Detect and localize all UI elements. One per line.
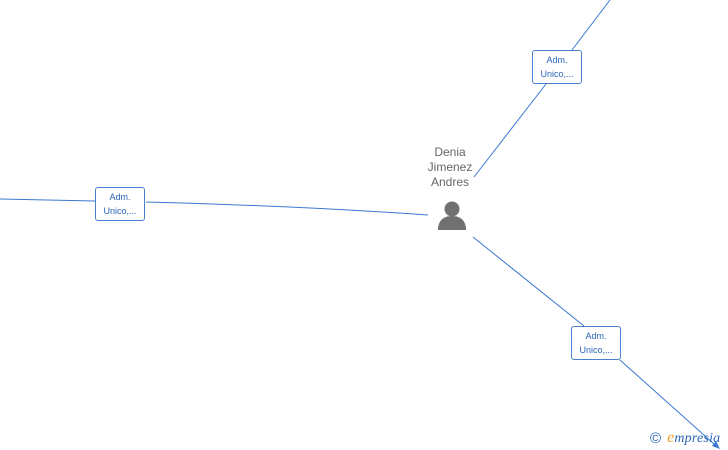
role-box-line2: Unico,... bbox=[103, 206, 137, 216]
edge-left-in bbox=[145, 201, 429, 216]
edge-bottom-in bbox=[472, 236, 585, 327]
role-box-left[interactable]: Adm. Unico,... bbox=[95, 187, 145, 221]
role-box-top[interactable]: Adm. Unico,... bbox=[532, 50, 582, 84]
brand-name-first: e bbox=[667, 429, 675, 446]
role-box-line1: Adm. bbox=[109, 192, 131, 202]
brand-name: empresia bbox=[667, 429, 720, 447]
person-name-line: Denia bbox=[434, 145, 466, 159]
brand-watermark: © empresia bbox=[650, 429, 720, 447]
person-name-line: Jimenez bbox=[427, 160, 473, 174]
role-box-line2: Unico,... bbox=[579, 345, 613, 355]
role-box-line2: Unico,... bbox=[540, 69, 574, 79]
edge-left-out bbox=[0, 198, 96, 202]
person-name-line: Andres bbox=[430, 175, 470, 189]
edge-bottom-out bbox=[619, 359, 715, 445]
role-box-line1: Adm. bbox=[585, 331, 607, 341]
role-box-line1: Adm. bbox=[546, 55, 568, 65]
brand-name-rest: mpresia bbox=[674, 431, 721, 446]
copyright-icon: © bbox=[650, 429, 662, 447]
edge-top-out bbox=[571, 0, 611, 51]
role-box-bottom[interactable]: Adm. Unico,... bbox=[571, 326, 621, 360]
person-icon[interactable] bbox=[436, 200, 468, 230]
edge-arrowhead bbox=[712, 441, 720, 449]
person-name: Denia Jimenez Andres bbox=[410, 145, 490, 190]
edge-top-in bbox=[473, 83, 547, 178]
